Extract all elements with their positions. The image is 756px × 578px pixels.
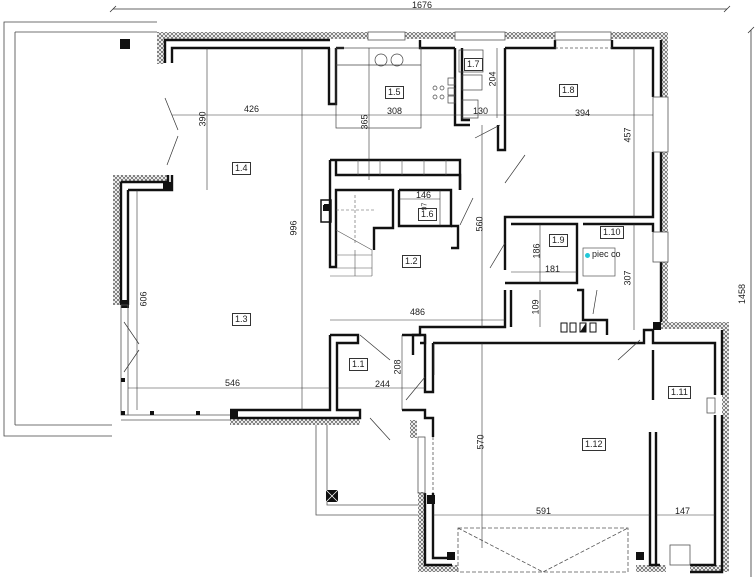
terrace-outline — [3, 21, 157, 437]
dim-546: 546 — [225, 378, 241, 388]
dim-204: 204 — [487, 71, 498, 87]
room-label-1-10: 1.10 — [600, 226, 624, 239]
dim-457: 457 — [622, 127, 633, 143]
room-label-1-4: 1.4 — [232, 162, 251, 175]
dim-146: 146 — [416, 190, 432, 200]
window-mullions — [121, 378, 200, 415]
dim-591: 591 — [536, 506, 552, 516]
garage-door — [457, 527, 629, 573]
room-label-1-3: 1.3 — [232, 313, 251, 326]
dim-181: 181 — [545, 264, 561, 274]
stairs — [330, 160, 447, 277]
dim-109: 109 — [530, 299, 541, 315]
dim-570: 570 — [475, 434, 486, 450]
dimension-lines — [128, 48, 715, 548]
boiler-marker-icon — [585, 253, 590, 258]
room-label-1-6: 1.6 — [418, 208, 437, 221]
insulation — [113, 32, 729, 572]
dim-996: 996 — [288, 220, 299, 236]
chimney-flue — [323, 205, 329, 211]
boiler-outline — [582, 247, 616, 277]
column-fills — [121, 182, 661, 560]
dim-394: 394 — [575, 108, 591, 118]
dim-390: 390 — [197, 111, 208, 127]
door-swings — [123, 97, 641, 441]
dim-486: 486 — [410, 307, 426, 317]
dim-overall-width: 1676 — [412, 0, 433, 10]
column-marker — [120, 39, 130, 49]
boiler-annotation: piec co — [592, 249, 621, 259]
external-path — [315, 425, 418, 516]
dim-308: 308 — [387, 106, 403, 116]
dim-560: 560 — [474, 216, 485, 232]
windows — [120, 31, 716, 566]
room-label-1-8: 1.8 — [559, 84, 578, 97]
chimney-box — [320, 199, 332, 223]
room-label-1-7: 1.7 — [464, 58, 483, 71]
dim-426: 426 — [244, 104, 260, 114]
dim-overall-height: 1458 — [737, 283, 748, 305]
room-label-1-9: 1.9 — [549, 234, 568, 247]
walls — [119, 38, 724, 574]
room-label-1-5: 1.5 — [385, 86, 404, 99]
dim-244: 244 — [375, 379, 391, 389]
flue-fill — [580, 323, 586, 332]
room-label-1-2: 1.2 — [402, 255, 421, 268]
room-label-1-12: 1.12 — [582, 438, 606, 451]
dim-186: 186 — [531, 243, 542, 259]
dim-147: 147 — [675, 506, 691, 516]
overall-dimension-lines — [109, 5, 755, 577]
kitchen-fixtures — [335, 47, 484, 129]
dim-307: 307 — [622, 270, 633, 286]
dim-365: 365 — [359, 114, 370, 130]
room-label-1-11: 1.11 — [668, 386, 691, 399]
room-label-1-1: 1.1 — [349, 358, 368, 371]
dim-606: 606 — [138, 291, 149, 307]
vent-ducts — [560, 322, 597, 333]
dim-130: 130 — [473, 106, 489, 116]
dim-208: 208 — [392, 359, 403, 375]
dim-97: 97 — [421, 202, 429, 211]
